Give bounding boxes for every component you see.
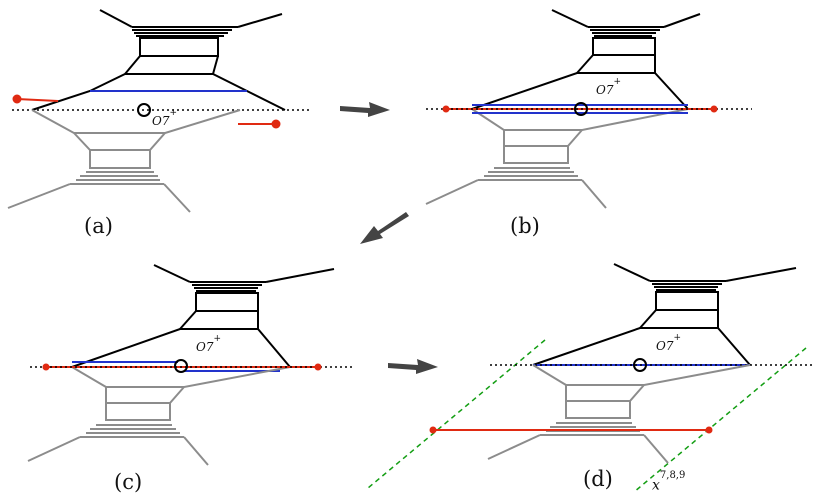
panel-b <box>425 9 752 209</box>
panel-a-plane-base: O7 <box>152 114 170 128</box>
panel-c-orientifold-circle <box>174 359 188 373</box>
panel-c-plane-label: O7+ <box>196 334 221 354</box>
panel-b-left-endpoint <box>442 105 450 113</box>
panel-c-label: (c) <box>114 470 143 494</box>
direction-label: x7,8,9 <box>652 470 685 494</box>
panel-c-right-endpoint <box>314 363 322 371</box>
panel-b-plane-charge: + <box>613 77 622 87</box>
panel-c-plane-charge: + <box>213 334 222 344</box>
panel-c-upper-brane <box>71 264 335 368</box>
panel-a-lower-brane <box>7 109 241 213</box>
panel-a-plane-label: O7+ <box>152 108 177 128</box>
direction-label-base: x <box>652 477 660 494</box>
panel-d-plane-base: O7 <box>656 339 674 353</box>
panel-a <box>7 9 312 213</box>
arrow-c-to-d <box>388 359 438 374</box>
panel-d-right-endpoint <box>705 426 713 434</box>
panel-d-left-endpoint <box>429 426 437 434</box>
panel-d-upper-brane <box>532 263 797 366</box>
panel-b-blue-branes <box>472 104 688 114</box>
panel-c-lower-brane <box>27 366 291 466</box>
panel-c-left-endpoint <box>42 363 50 371</box>
panel-d <box>367 263 812 493</box>
panel-b-right-endpoint <box>710 105 718 113</box>
panel-d-plane-label: O7+ <box>656 333 681 353</box>
panel-c <box>27 264 352 466</box>
panel-a-upper-brane <box>31 9 286 111</box>
panel-a-red-branes <box>12 94 281 129</box>
arrow-a-to-b <box>340 102 390 117</box>
panel-b-label: (b) <box>510 214 540 238</box>
panel-d-plane-charge: + <box>673 333 682 343</box>
panel-b-lower-brane <box>425 108 689 209</box>
panel-d-lower-brane <box>487 364 751 464</box>
panel-b-plane-base: O7 <box>596 83 614 97</box>
panel-a-plane-charge: + <box>169 108 178 118</box>
arrow-b-to-c <box>360 212 409 244</box>
panel-b-upper-brane <box>471 9 701 110</box>
panel-a-label: (a) <box>84 214 113 238</box>
panel-d-label: (d) <box>583 467 613 491</box>
panel-c-plane-base: O7 <box>196 340 214 354</box>
panel-a-orientifold-circle <box>137 103 151 117</box>
panel-b-plane-label: O7+ <box>596 77 621 97</box>
direction-label-sup: 7,8,9 <box>659 470 686 481</box>
panel-d-orientifold-circle <box>633 358 647 372</box>
panel-b-orientifold-circle <box>574 102 588 116</box>
